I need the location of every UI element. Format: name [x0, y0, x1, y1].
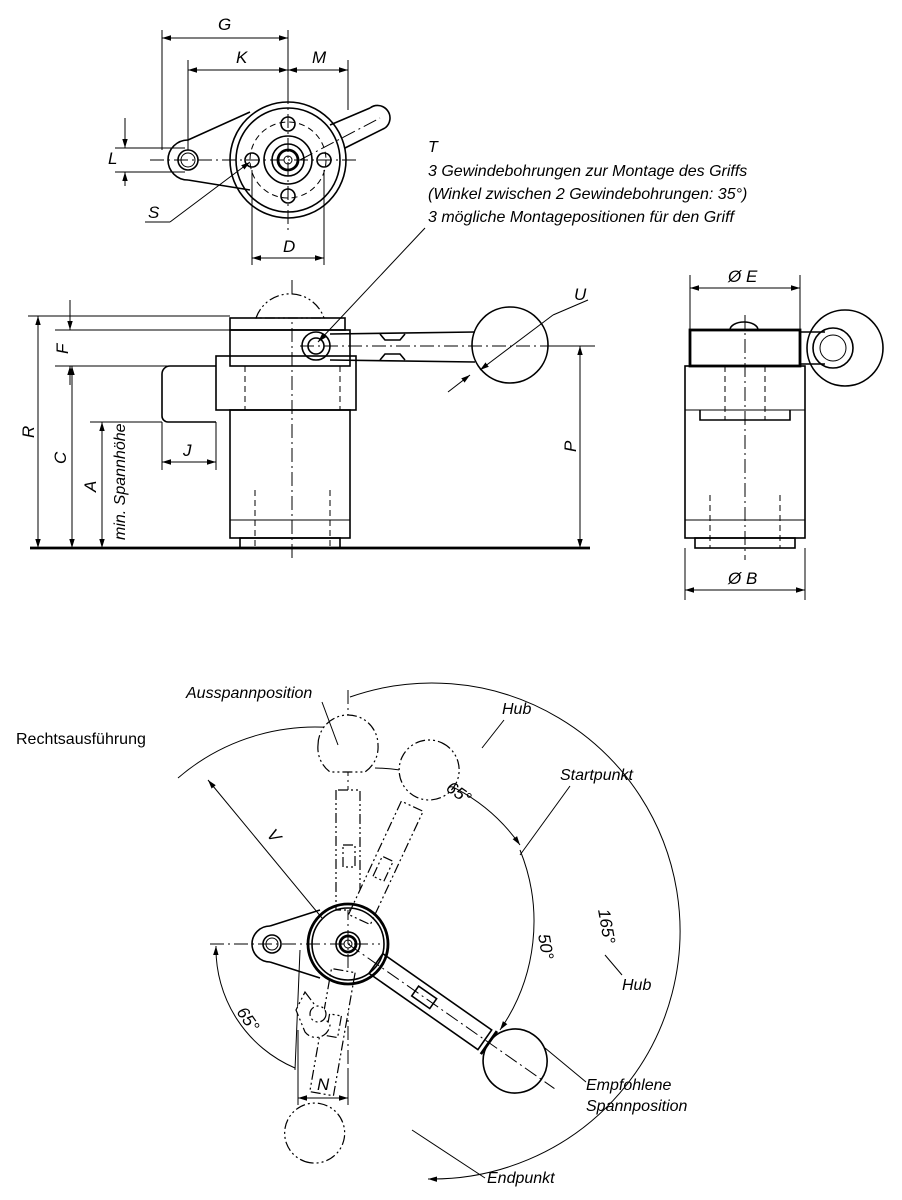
dim-G: G [218, 15, 231, 34]
dim-C: C [51, 451, 70, 464]
angle-65-left: 65° [233, 1003, 263, 1035]
label-release-position: Ausspannposition [185, 685, 312, 702]
front-view: U P R F C A min. Spannhöhe J [19, 280, 595, 560]
note-T: T [428, 139, 439, 156]
dim-A: A [81, 481, 100, 493]
thread-note: T 3 Gewindebohrungen zur Montage des Gri… [317, 139, 747, 343]
rotation-diagram: Rechtsausführung [16, 682, 688, 1187]
dim-M: M [312, 48, 327, 67]
min-clamping-height: min. Spannhöhe [112, 423, 129, 540]
label-recommended-2: Spannposition [586, 1098, 688, 1115]
label-recommended-1: Empfohlene [586, 1077, 671, 1094]
note-line-3: 3 mögliche Montagepositionen für den Gri… [428, 209, 736, 226]
angle-165: 165° [594, 907, 619, 945]
label-hub-top: Hub [502, 701, 531, 718]
dim-F: F [53, 342, 72, 354]
label-hub-right: Hub [622, 977, 651, 994]
dim-P: P [561, 440, 580, 452]
dim-L: L [108, 149, 117, 168]
dim-U: U [574, 285, 587, 304]
note-line-2: (Winkel zwischen 2 Gewindebohrungen: 35°… [428, 186, 747, 203]
side-view: Ø E Ø B [684, 267, 884, 600]
label-start-point: Startpunkt [560, 767, 633, 784]
dim-R: R [19, 426, 38, 438]
dim-B: Ø B [727, 569, 757, 588]
dim-V: V [263, 825, 286, 847]
label-end-point: Endpunkt [487, 1170, 555, 1187]
angle-50: 50° [534, 932, 557, 961]
dim-S: S [148, 203, 160, 222]
variant-label: Rechtsausführung [16, 731, 146, 748]
dim-N: N [317, 1075, 330, 1094]
dim-J: J [182, 441, 192, 460]
dim-K: K [236, 48, 248, 67]
dim-E: Ø E [727, 267, 758, 286]
note-line-1: 3 Gewindebohrungen zur Montage des Griff… [428, 163, 747, 180]
top-view: G K M L S [108, 15, 391, 265]
dim-D: D [283, 237, 295, 256]
